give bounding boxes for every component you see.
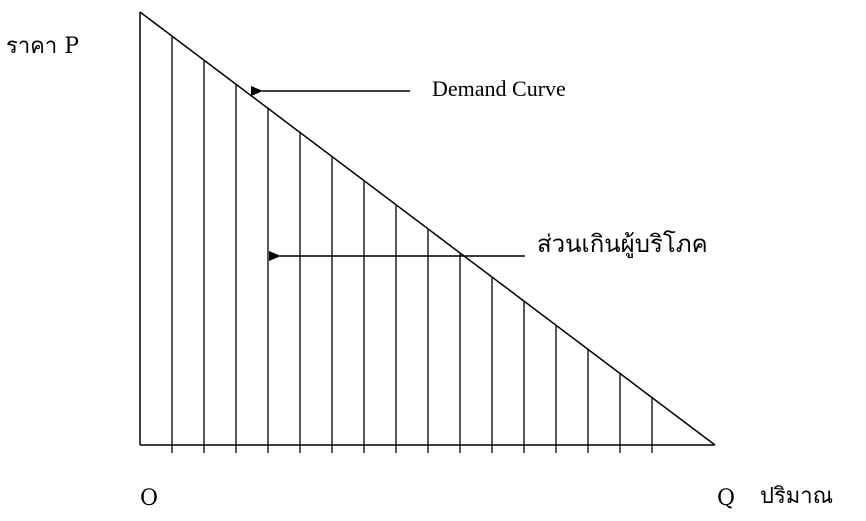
quantity-symbol-label: Q [717, 486, 736, 511]
price-axis-label: ราคา P [6, 34, 80, 59]
demand-curve-line [139, 11, 716, 446]
origin-label: O [140, 486, 159, 511]
quantity-axis-label: ปริมาณ [760, 484, 834, 509]
consumer-surplus-hatching [171, 36, 653, 453]
demand-curve-label: Demand Curve [432, 76, 566, 101]
consumer-surplus-label: ส่วนเกินผู้บริโภค [537, 230, 708, 258]
